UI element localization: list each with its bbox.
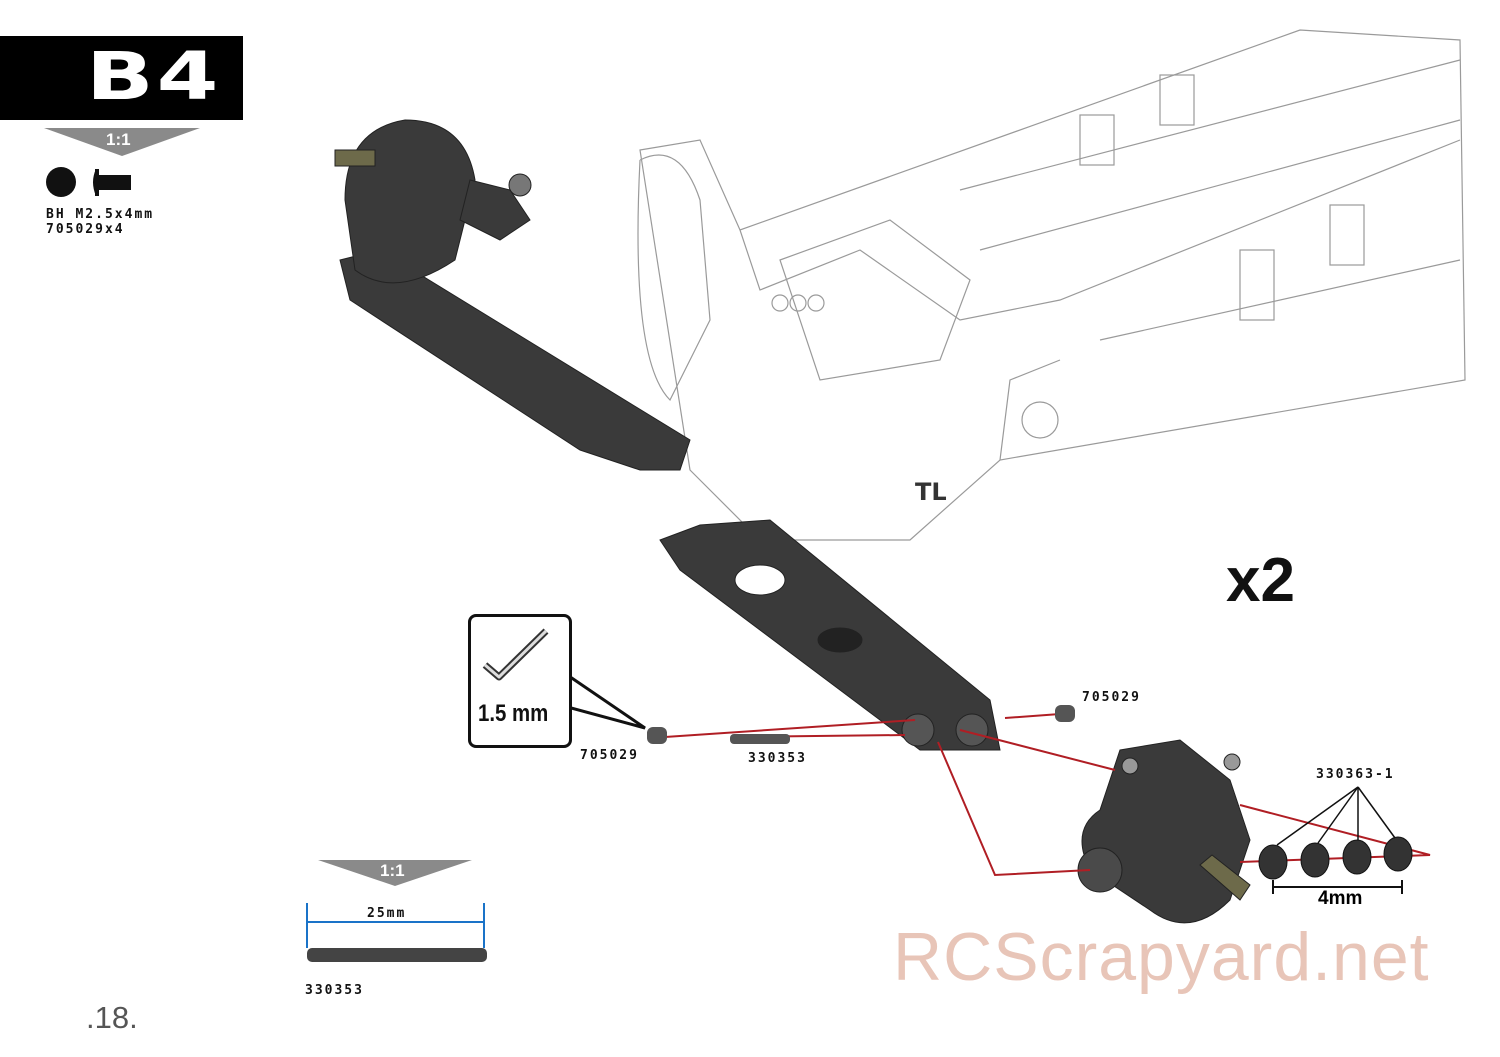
screw-head-icon — [46, 167, 76, 197]
screw-right — [1055, 705, 1075, 722]
shim-stack-length: 4mm — [1318, 888, 1363, 909]
callout-screw-right: 705029 — [1082, 690, 1141, 705]
screw-left — [647, 727, 667, 744]
hub-carrier — [1077, 739, 1251, 924]
step-header: B4 — [0, 36, 243, 120]
hinge-pin — [730, 734, 790, 744]
callout-pin: 330353 — [748, 751, 807, 766]
shim-leaders — [1276, 786, 1396, 846]
screw-name: BH M2.5x4mm — [46, 207, 155, 222]
quantity: x2 — [1226, 546, 1295, 615]
scale-banner — [44, 128, 200, 156]
step-label: B4 — [85, 38, 221, 115]
tool-size: 1.5 mm — [478, 700, 549, 727]
pin-scale-text: 1:1 — [380, 861, 405, 880]
callout-shims: 330363-1 — [1316, 767, 1395, 782]
hex-key-icon — [482, 628, 549, 681]
tool-callout-pointer — [558, 667, 646, 730]
shim-dimension — [1272, 880, 1403, 894]
pin-part-number: 330353 — [305, 983, 364, 998]
pin-length: 25mm — [367, 906, 407, 921]
chassis-logo: TL — [915, 478, 947, 506]
pin-scale-banner — [318, 860, 472, 886]
chassis-outline — [637, 29, 1466, 541]
pin-actual-size — [307, 948, 487, 962]
callout-screw-left: 705029 — [580, 748, 639, 763]
tool-callout — [468, 614, 572, 748]
screw-part-number: 705029x4 — [46, 222, 125, 237]
screw-side-icon — [93, 169, 131, 196]
shims — [1258, 836, 1413, 880]
page-number: .18. — [86, 1000, 138, 1035]
suspension-arm — [659, 519, 1001, 751]
pin-dimension — [306, 903, 485, 948]
watermark: RCScrapyard.net — [893, 919, 1430, 995]
front-arm-assembled — [334, 119, 691, 471]
scale-text: 1:1 — [106, 130, 131, 149]
hardware-icons — [46, 167, 131, 197]
